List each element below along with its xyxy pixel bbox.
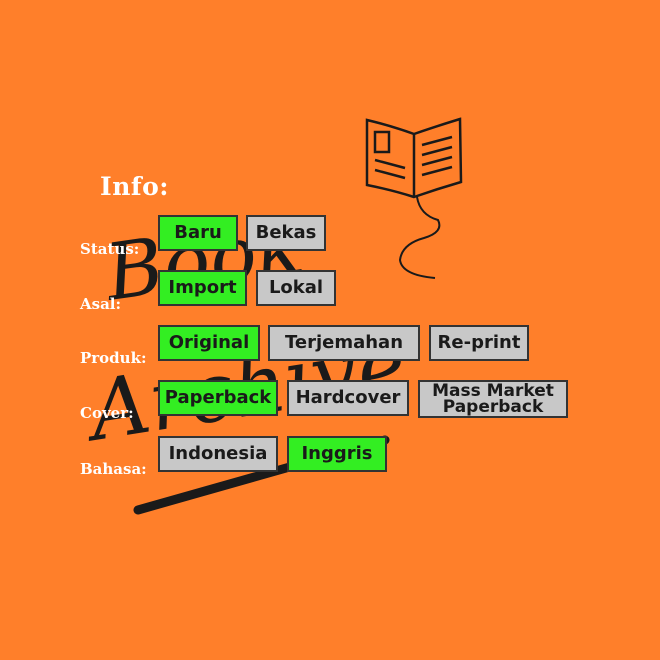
info-title: Info:: [100, 172, 170, 201]
cover-option-mass-market-paperback[interactable]: Mass Market Paperback: [418, 380, 568, 418]
bahasa-option-inggris[interactable]: Inggris: [287, 436, 387, 472]
produk-label: Produk:: [80, 349, 147, 367]
produk-option-reprint[interactable]: Re-print: [429, 325, 529, 361]
asal-option-lokal[interactable]: Lokal: [256, 270, 336, 306]
cover-option-paperback[interactable]: Paperback: [158, 380, 278, 416]
bahasa-label: Bahasa:: [80, 460, 147, 478]
status-label: Status:: [80, 240, 140, 258]
asal-option-import[interactable]: Import: [158, 270, 247, 306]
status-option-bekas[interactable]: Bekas: [246, 215, 326, 251]
produk-option-terjemahan[interactable]: Terjemahan: [268, 325, 420, 361]
open-book-icon: [365, 117, 463, 279]
asal-label: Asal:: [80, 295, 122, 313]
cover-label: Cover:: [80, 404, 134, 422]
bahasa-option-indonesia[interactable]: Indonesia: [158, 436, 278, 472]
produk-option-original[interactable]: Original: [158, 325, 260, 361]
status-option-baru[interactable]: Baru: [158, 215, 238, 251]
cover-option-hardcover[interactable]: Hardcover: [287, 380, 409, 416]
